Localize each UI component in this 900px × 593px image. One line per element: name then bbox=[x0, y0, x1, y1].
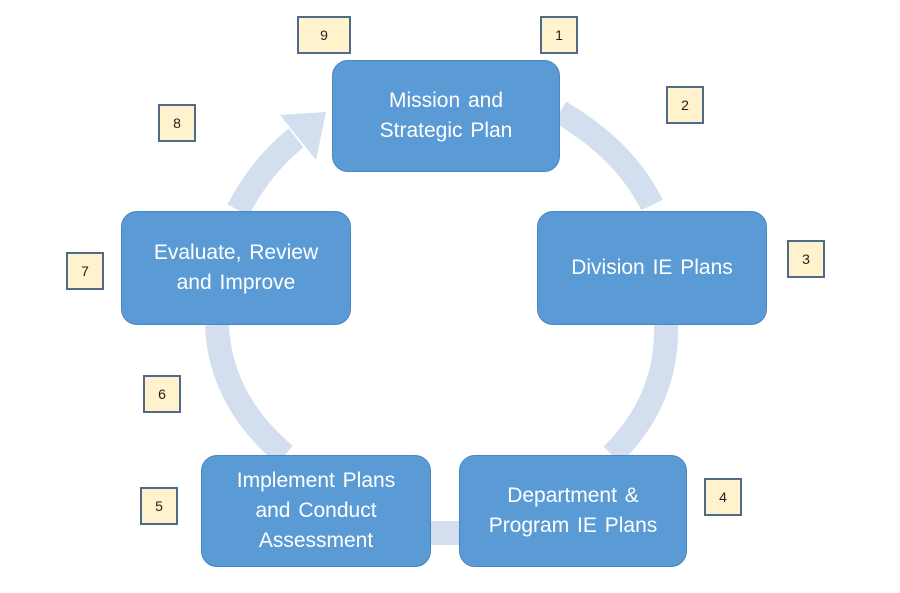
step-label: Evaluate, Review and Improve bbox=[153, 241, 319, 294]
step-mission-strategic-plan: Mission and Strategic Plan bbox=[332, 60, 560, 172]
number-badge-9: 9 bbox=[297, 16, 351, 54]
step-label: Mission and Strategic Plan bbox=[379, 89, 513, 142]
step-division-ie-plans: Division IE Plans bbox=[537, 211, 767, 325]
step-implement-plans: Implement Plans and Conduct Assessment bbox=[201, 455, 431, 567]
ring-segment-implement-evaluate bbox=[205, 324, 293, 465]
number-badge-3: 3 bbox=[787, 240, 825, 278]
ring-segment-mission-division bbox=[553, 101, 663, 211]
number-badge-1: 1 bbox=[540, 16, 578, 54]
number-badge-7: 7 bbox=[66, 252, 104, 290]
number-badge-6: 6 bbox=[143, 375, 181, 413]
number-badge-8: 8 bbox=[158, 104, 196, 142]
number-badge-4: 4 bbox=[704, 478, 742, 516]
step-label: Division IE Plans bbox=[571, 256, 733, 279]
ring-segment-evaluate-mission bbox=[227, 128, 304, 216]
step-evaluate-review-improve: Evaluate, Review and Improve bbox=[121, 211, 351, 325]
number-badge-2: 2 bbox=[666, 86, 704, 124]
ring-segment-division-department bbox=[603, 324, 679, 464]
step-label: Department & Program IE Plans bbox=[488, 484, 658, 537]
number-badge-5: 5 bbox=[140, 487, 178, 525]
arrow-head-icon bbox=[280, 112, 326, 160]
step-department-program-ie-plans: Department & Program IE Plans bbox=[459, 455, 687, 567]
step-label: Implement Plans and Conduct Assessment bbox=[236, 469, 396, 552]
